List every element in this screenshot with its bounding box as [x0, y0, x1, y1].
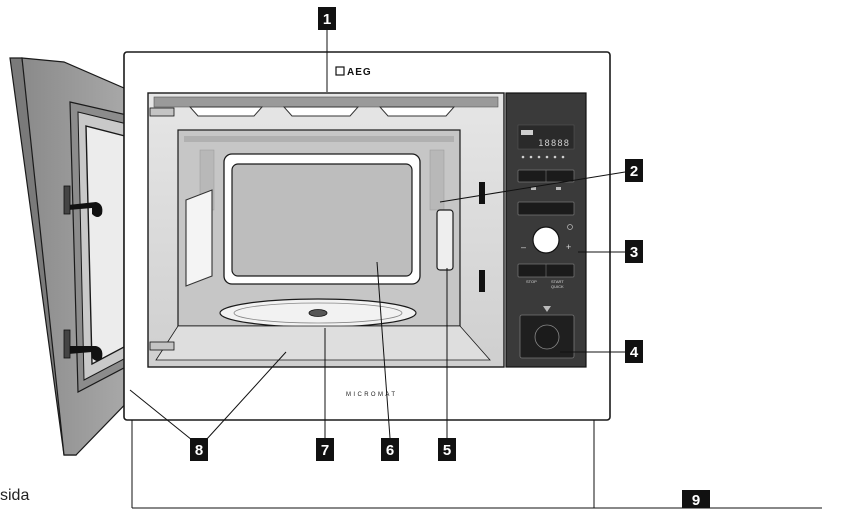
- turntable-hub: [308, 309, 328, 317]
- dial-plus-label: +: [566, 242, 571, 252]
- waveguide-cover: [436, 209, 454, 271]
- oven-cavity: [147, 92, 505, 368]
- control-panel: 18888 – + STOP START QUICK: [505, 92, 587, 368]
- brand-logo-mark: [335, 66, 345, 76]
- control-dial[interactable]: [532, 226, 560, 254]
- start-label: START: [551, 279, 564, 284]
- svg-text:6: 6: [386, 442, 394, 459]
- latch-slot-lower: [479, 270, 485, 292]
- callout-1: 1: [318, 7, 336, 30]
- svg-text:2: 2: [630, 163, 638, 180]
- callout-4: 4: [625, 340, 643, 363]
- latch-slot-upper: [479, 182, 485, 204]
- stop-label: STOP: [526, 279, 537, 284]
- svg-text:5: 5: [443, 442, 451, 459]
- callout-6: 6: [381, 438, 399, 461]
- display: [517, 124, 575, 150]
- quick-label: QUICK: [551, 284, 564, 289]
- brand-logo: AEG: [347, 67, 372, 78]
- indicator-icons-row: [521, 155, 565, 159]
- callout-2: 2: [625, 159, 643, 182]
- cavity-lamp: [185, 189, 213, 287]
- svg-text:1: 1: [323, 11, 331, 28]
- svg-text:7: 7: [321, 442, 329, 459]
- page-fragment-text: sida: [0, 487, 29, 504]
- svg-text:3: 3: [630, 244, 638, 261]
- callout-7: 7: [316, 438, 334, 461]
- callout-8: 8: [190, 438, 208, 461]
- svg-text:8: 8: [195, 442, 203, 459]
- callout-5: 5: [438, 438, 456, 461]
- svg-text:9: 9: [692, 492, 700, 509]
- svg-text:4: 4: [630, 344, 639, 361]
- function-button[interactable]: [517, 201, 575, 216]
- callout-3: 3: [625, 240, 643, 263]
- dial-minus-label: –: [521, 242, 526, 252]
- display-digits: 18888: [538, 139, 570, 149]
- callout-9: 9: [682, 490, 710, 509]
- model-label: MICROMAT: [346, 392, 397, 398]
- door-hook-lower: [68, 346, 103, 361]
- door-hook-upper: [68, 202, 103, 217]
